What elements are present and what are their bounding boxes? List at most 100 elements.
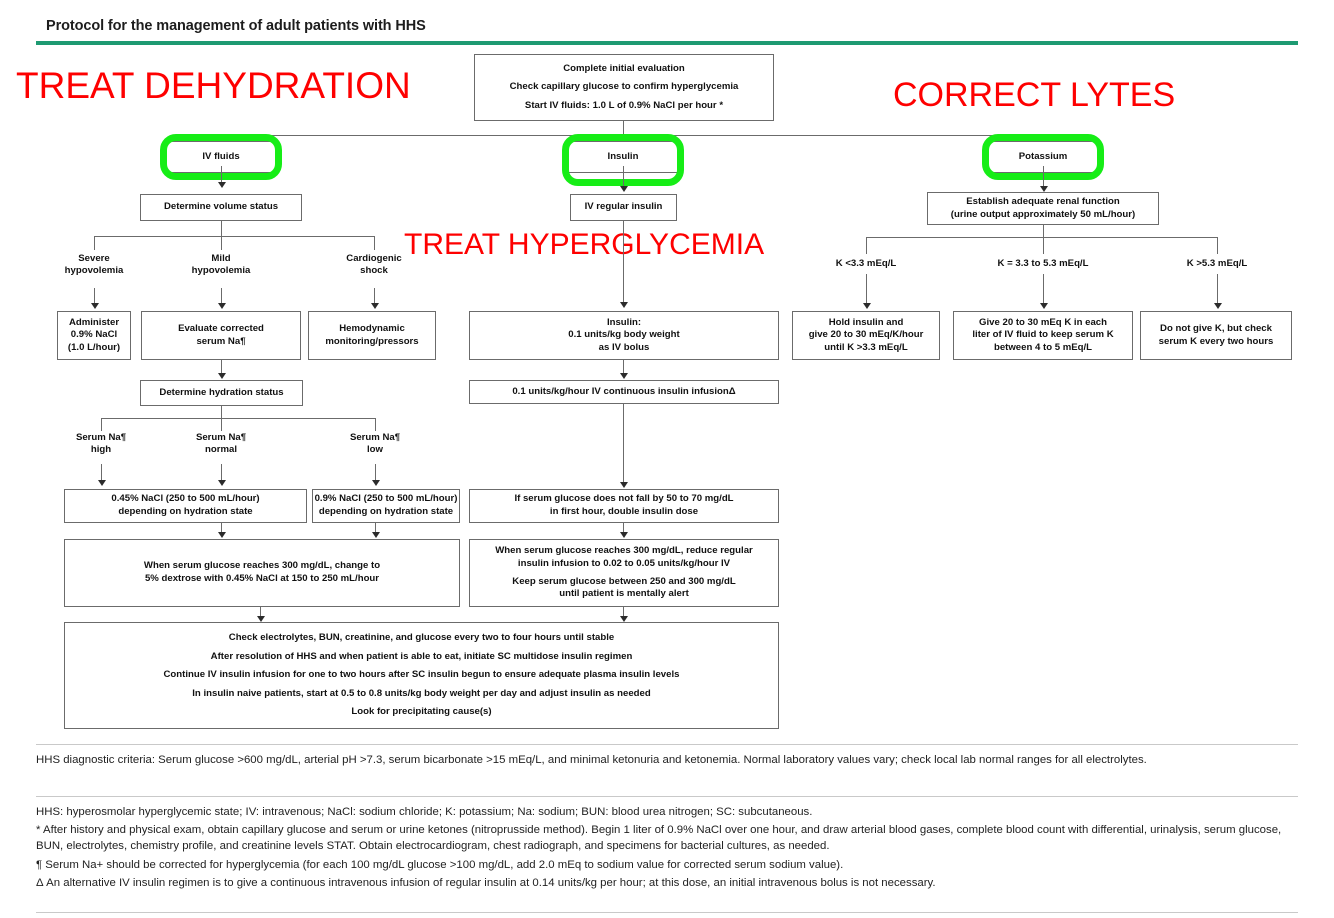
dextrose-line-2: 5% dextrose with 0.45% NaCl at 150 to 25…	[144, 573, 380, 584]
connector-infusion-down	[623, 404, 625, 484]
footnote-delta: Δ An alternative IV insulin regimen is t…	[36, 876, 936, 889]
footnote-divider-mid	[36, 796, 1298, 797]
na-low-line-2: low	[367, 444, 383, 456]
cardiogenic-line-2: shock	[360, 265, 388, 277]
connector-volume-mid	[221, 236, 223, 250]
nacl09-line-1: 0.9% NaCl (250 to 500 mL/hour)	[314, 493, 458, 505]
footnote-divider-bottom	[36, 912, 1298, 913]
connector-reduce-down	[623, 607, 625, 619]
connector-klow-down	[866, 274, 868, 305]
initial-line-3: Start IV fluids: 1.0 L of 0.9% NaCl per …	[524, 99, 724, 111]
connector-main-bus	[221, 135, 1043, 137]
summary-line-5: Look for precipitating cause(s)	[351, 706, 492, 718]
connector-cardiogenic-down	[374, 288, 376, 305]
annotation-correct-lytes: CORRECT LYTES	[893, 76, 1176, 114]
nacl09-line-2: depending on hydration state	[318, 506, 454, 517]
reduce-line-3: Keep serum glucose between 250 and 300 m…	[512, 576, 736, 587]
initial-line-1: Complete initial evaluation	[563, 62, 685, 74]
connector-k-mid	[1043, 237, 1045, 254]
arrow-potassium-down	[1040, 186, 1048, 192]
none-line-1: Do not give K, but check	[1160, 322, 1272, 334]
connector-khigh-down	[1217, 274, 1219, 305]
connector-hydration-right	[375, 418, 377, 431]
connector-mild-down	[221, 288, 223, 305]
box-determine-volume-status: Determine volume status	[140, 194, 302, 221]
mild-line-1: Mild	[211, 253, 231, 264]
hold-line-3: until K >3.3 mEq/L	[824, 341, 908, 353]
box-establish-renal-function: Establish adequate renal function (urine…	[927, 192, 1159, 225]
administer-line-2: 0.9% NaCl	[70, 329, 118, 341]
arrow-evaluate-down	[218, 373, 226, 379]
summary-line-2: After resolution of HHS and when patient…	[210, 650, 633, 662]
determine-volume-label: Determine volume status	[163, 201, 279, 213]
connector-bolus-down	[623, 360, 625, 375]
connector-ivfluids-down	[221, 166, 223, 184]
connector-insulin-down	[623, 166, 625, 188]
severe-line-1: Severe	[78, 253, 110, 264]
na-normal-line-2: normal	[205, 444, 237, 456]
connector-nofall-down	[623, 523, 625, 535]
reduce-line-2: insulin infusion to 0.02 to 0.05 units/k…	[517, 557, 731, 569]
arrow-insulin-down	[620, 186, 628, 192]
box-hemodynamic-monitoring: Hemodynamic monitoring/pressors	[308, 311, 436, 360]
bolus-line-1: Insulin:	[606, 316, 642, 328]
insulin-label: Insulin	[607, 150, 639, 162]
box-insulin-infusion: 0.1 units/kg/hour IV continuous insulin …	[469, 380, 779, 404]
connector-severe-down	[94, 288, 96, 305]
connector-evaluate-down	[221, 360, 223, 375]
box-glucose-no-fall: If serum glucose does not fall by 50 to …	[469, 489, 779, 523]
connector-na-normal-down	[221, 464, 223, 482]
connector-na-high-down	[101, 464, 103, 482]
connector-kmid-down	[1043, 274, 1045, 305]
arrow-ivreg-down	[620, 302, 628, 308]
give-line-2: liter of IV fluid to keep serum K	[972, 329, 1114, 341]
box-insulin-bolus: Insulin: 0.1 units/kg body weight as IV …	[469, 311, 779, 360]
arrow-nacl045-down	[218, 532, 226, 538]
nofall-line-1: If serum glucose does not fall by 50 to …	[514, 493, 734, 505]
footnote-diagnostic-criteria: HHS diagnostic criteria: Serum glucose >…	[36, 752, 1304, 770]
na-low-line-1: Serum Na¶	[349, 432, 401, 443]
arrow-na-normal-down	[218, 480, 226, 486]
connector-potassium-down	[1043, 166, 1045, 188]
label-serum-na-low: Serum Na¶ low	[325, 432, 425, 457]
bolus-line-3: as IV bolus	[598, 341, 650, 353]
connector-ivreg-down	[623, 221, 625, 304]
footnote-abbreviations: HHS: hyperosmolar hyperglycemic state; I…	[36, 806, 813, 818]
bolus-line-2: 0.1 units/kg body weight	[568, 329, 680, 341]
arrow-na-high-down	[98, 480, 106, 486]
initial-line-2: Check capillary glucose to confirm hyper…	[509, 81, 739, 93]
k-low-text: K <3.3 mEq/L	[835, 258, 897, 269]
arrow-dextrose-down	[257, 616, 265, 622]
infusion-label: 0.1 units/kg/hour IV continuous insulin …	[512, 385, 736, 397]
box-hold-insulin: Hold insulin and give 20 to 30 mEq/K/hou…	[792, 311, 940, 360]
label-cardiogenic-shock: Cardiogenic shock	[324, 253, 424, 278]
box-iv-regular-insulin: IV regular insulin	[570, 194, 677, 221]
footnote-pilcrow: ¶ Serum Na+ should be corrected for hype…	[36, 858, 844, 871]
severe-line-2: hypovolemia	[64, 265, 124, 277]
cardiogenic-line-1: Cardiogenic	[346, 253, 402, 264]
summary-line-1: Check electrolytes, BUN, creatinine, and…	[228, 631, 615, 643]
determine-hydration-label: Determine hydration status	[159, 386, 284, 398]
arrow-infusion-down	[620, 482, 628, 488]
arrow-cardiogenic-down	[371, 303, 379, 309]
hold-line-2: give 20 to 30 mEq/K/hour	[808, 329, 924, 341]
connector-volume-left	[94, 236, 96, 250]
box-nacl-09: 0.9% NaCl (250 to 500 mL/hour) depending…	[312, 489, 460, 523]
connector-k-right	[1217, 237, 1219, 254]
arrow-nacl09-down	[372, 532, 380, 538]
connector-na-low-down	[375, 464, 377, 482]
label-k-low: K <3.3 mEq/L	[806, 258, 926, 270]
none-line-2: serum K every two hours	[1158, 335, 1274, 347]
box-reduce-infusion: When serum glucose reaches 300 mg/dL, re…	[469, 539, 779, 607]
arrow-ivfluids-down	[218, 182, 226, 188]
connector-volume-right	[374, 236, 376, 250]
nacl045-line-1: 0.45% NaCl (250 to 500 mL/hour)	[111, 493, 260, 505]
nofall-line-2: in first hour, double insulin dose	[549, 506, 699, 517]
arrow-reduce-down	[620, 616, 628, 622]
arrow-khigh-down	[1214, 303, 1222, 309]
arrow-kmid-down	[1040, 303, 1048, 309]
administer-line-3: (1.0 L/hour)	[67, 341, 121, 353]
box-nacl-045: 0.45% NaCl (250 to 500 mL/hour) dependin…	[64, 489, 307, 523]
na-high-line-2: high	[90, 444, 112, 456]
summary-line-4: In insulin naive patients, start at 0.5 …	[192, 687, 651, 699]
